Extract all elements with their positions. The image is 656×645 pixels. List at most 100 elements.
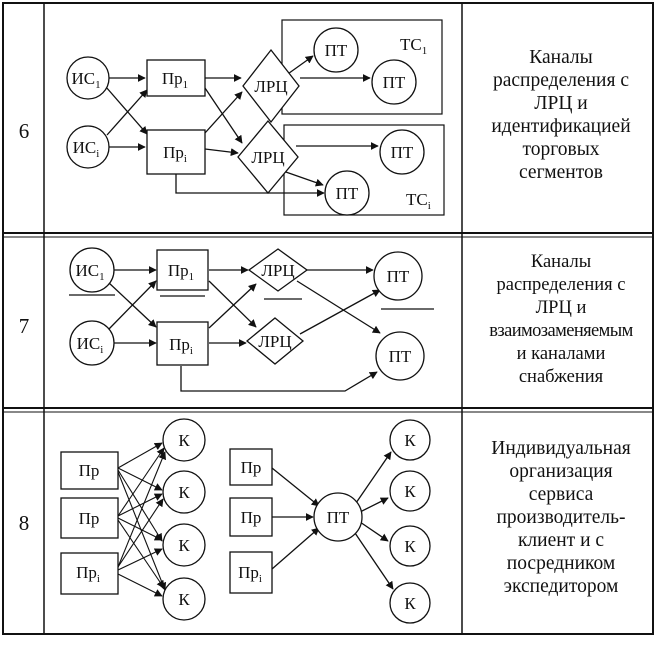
- r8-edge-hub-rk1: [355, 451, 392, 504]
- label-part: i: [428, 200, 431, 212]
- row-6-description-line: ЛРЦ и: [534, 93, 588, 114]
- row-7-description-line: снабжения: [518, 367, 604, 387]
- r7-pr1-node: [156, 249, 209, 291]
- r6-pri-node: [146, 129, 206, 175]
- r7-edge-lrc-bottom-pt-top: [299, 289, 381, 335]
- r8-right-k4-node: [389, 582, 431, 624]
- label-part: i: [259, 573, 262, 585]
- r8-right-k1-label: К: [404, 431, 416, 450]
- label-part: ИС: [71, 69, 95, 88]
- label-part: Пр: [238, 563, 259, 582]
- r7-edge-is1-pri: [107, 281, 157, 328]
- r8-right-k3-node: [389, 525, 431, 567]
- r7-edge-pri-pt-bottom: [180, 366, 378, 392]
- r7-pri-node: [156, 321, 209, 366]
- r8-left-k3-label: К: [178, 536, 190, 555]
- row-8-description-line: экспедитором: [503, 576, 619, 597]
- row-7-description-line: ЛРЦ и: [535, 298, 587, 318]
- table-grid: [2, 2, 654, 635]
- label-part: i: [184, 153, 187, 165]
- row-7-description-line: и каналами: [516, 344, 606, 364]
- r8-edge-hub-rk2: [359, 497, 389, 513]
- r6-lrc-bottom-node: [237, 119, 299, 195]
- label-part: 1: [422, 45, 428, 57]
- r6-lrc-bottom-label: ЛРЦ: [251, 148, 284, 167]
- r8-right-pr2-node: [229, 497, 273, 537]
- r6-is1-label: ИС1: [71, 69, 100, 91]
- r8-right-pri-node: [229, 551, 273, 594]
- r6-isi-label: ИСi: [73, 138, 100, 160]
- r7-lrc-top-node: [247, 248, 309, 292]
- r7-lrc-bottom-node: [245, 317, 305, 365]
- label-part: 1: [99, 271, 105, 283]
- row-8-description: Индивидуальная организация сервиса произ…: [468, 437, 654, 598]
- row-6-description-line: Каналы: [529, 47, 593, 68]
- row-7-description-line: распределения с: [496, 275, 626, 295]
- r8-right-pri-label: Прi: [238, 563, 262, 585]
- label-part: Пр: [162, 69, 183, 88]
- r8-left-pr2-label: Пр: [79, 509, 100, 528]
- row-8-number: 8: [18, 511, 30, 535]
- label-part: Пр: [76, 563, 97, 582]
- r6-pt-b-node: [371, 59, 417, 105]
- connector-arrow: [117, 442, 163, 469]
- r6-tci-label: ТСi: [406, 190, 431, 212]
- r8-edge-hub-rk4: [354, 532, 394, 590]
- r7-edge-pri-lrc-top: [208, 283, 257, 329]
- r6-edge-pri-lrc-top: [204, 91, 243, 134]
- r8-right-pr1-label: Пр: [241, 458, 262, 477]
- r8-edge-rpri-hub: [271, 527, 320, 570]
- r7-pr1-label: Пр1: [168, 261, 194, 283]
- r6-edge-lrc-bottom-pt-d: [282, 170, 324, 187]
- r6-tc1-label: ТС1: [400, 35, 427, 57]
- row-8-description-line: производитель-: [496, 507, 626, 528]
- r6-pt-c-label: ПТ: [391, 143, 414, 162]
- r8-right-k2-node: [389, 470, 431, 512]
- r7-lrc-bottom-label: ЛРЦ: [258, 332, 291, 351]
- r8-left-k4-node: [162, 577, 206, 621]
- r6-lrc-top-node: [242, 48, 300, 124]
- r6-is1-node: [66, 56, 110, 100]
- r6-pt-d-label: ПТ: [336, 184, 359, 203]
- r7-pri-label: Прi: [169, 335, 193, 357]
- r8-left-k3-node: [162, 523, 206, 567]
- r6-edge-pr1-lrc-bottom: [204, 87, 243, 144]
- label-part: ИС: [77, 334, 101, 353]
- label-part: 1: [95, 79, 101, 91]
- row-6-number: 6: [18, 119, 30, 143]
- row-7-diagram: ИС1 ИСi Пр1 Прi ЛРЦ ЛРЦ ПТ ПТ: [69, 247, 434, 392]
- r8-left-k1-label: К: [178, 431, 190, 450]
- r6-edge-lrc-top-pt-a: [284, 55, 314, 77]
- label-part: i: [97, 573, 100, 585]
- connector-arrow: [117, 493, 163, 517]
- row-6-description-line: сегментов: [519, 162, 603, 183]
- r8-right-k4-label: К: [404, 594, 416, 613]
- row-8-diagram: Пр Пр Прi К К К К Пр Пр Прi ПТ К К К К: [60, 418, 431, 624]
- label-part: i: [190, 345, 193, 357]
- r6-edge-pri-pt-d: [175, 172, 325, 197]
- row-7-description-line: Каналы: [530, 252, 592, 272]
- label-part: 1: [183, 79, 189, 91]
- connector-arrow: [117, 447, 165, 517]
- r7-pt-bottom-node: [375, 331, 425, 381]
- r7-pt-bottom-label: ПТ: [389, 347, 412, 366]
- r6-edge-is1-pri: [105, 86, 148, 135]
- connector-arrow: [117, 451, 166, 568]
- label-part: Пр: [163, 143, 184, 162]
- label-part: ТС: [406, 190, 428, 209]
- r8-left-pr2-node: [60, 497, 119, 539]
- row-8-description-line: организация: [509, 461, 613, 482]
- r8-left-k2-label: К: [178, 483, 190, 502]
- r8-right-k1-node: [389, 419, 431, 461]
- row-8-description-line: клиент и с: [517, 530, 605, 551]
- row-7-number: 7: [18, 314, 30, 338]
- label-part: Пр: [168, 261, 189, 280]
- r6-pt-a-node: [313, 27, 359, 73]
- r8-left-pri-node: [60, 552, 119, 595]
- r7-edge-isi-pr1: [107, 280, 157, 331]
- connector-arrow: [117, 498, 164, 568]
- row-7-description: Каналы распределения с ЛРЦ и взаимозамен…: [468, 251, 654, 389]
- r8-left-k1-node: [162, 418, 206, 462]
- r6-edge-isi-pr1: [106, 89, 148, 136]
